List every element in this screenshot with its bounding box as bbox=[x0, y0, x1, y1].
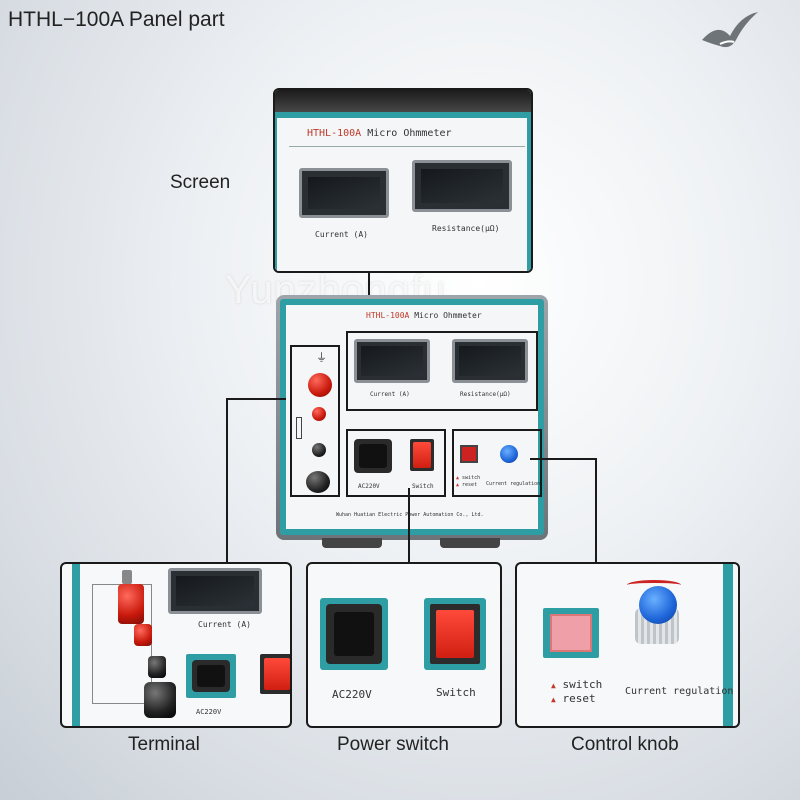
power-switch-callout: AC220V Switch bbox=[306, 562, 502, 728]
panel-current-label: Current (A) bbox=[370, 391, 410, 398]
current-regulation-knob[interactable] bbox=[639, 586, 677, 624]
resistance-display bbox=[412, 160, 512, 212]
panel-switch-small: switch bbox=[462, 475, 481, 481]
resistance-label: Resistance(μΩ) bbox=[432, 224, 500, 233]
reset-button[interactable] bbox=[550, 614, 592, 652]
switch-label: Switch bbox=[436, 686, 476, 699]
device-name: Micro Ohmmeter bbox=[367, 128, 452, 139]
black-terminal-large[interactable] bbox=[144, 682, 176, 718]
case-lid-edge bbox=[275, 90, 531, 114]
device-case: HTHL-100A Micro Ohmmeter Current (A) Res… bbox=[276, 295, 548, 540]
panel-power-area: AC220V Switch bbox=[346, 429, 446, 497]
red-terminal-large[interactable] bbox=[118, 584, 144, 624]
bird-icon bbox=[702, 12, 758, 48]
page-title: HTHL−100A Panel part bbox=[8, 8, 225, 31]
caption-screen: Screen bbox=[170, 172, 231, 193]
panel-switch-label: Switch bbox=[412, 483, 434, 490]
control-knob-callout: ▲ switch ▲ reset Current regulation bbox=[515, 562, 740, 728]
terminal-callout: Current (A) AC220V bbox=[60, 562, 292, 728]
panel-terminal-area: ⏚ bbox=[290, 345, 340, 497]
panel-reset-button[interactable] bbox=[460, 445, 478, 463]
panel-current-display bbox=[354, 339, 430, 383]
caption-power-switch: Power switch bbox=[337, 734, 449, 755]
device-brand: HTHL-100A bbox=[307, 128, 362, 139]
caption-control-knob: Control knob bbox=[571, 734, 679, 755]
panel-ac-socket bbox=[354, 439, 392, 473]
panel-resistance-label: Resistance(μΩ) bbox=[460, 391, 511, 398]
current-regulation-label: Current regulation bbox=[625, 686, 734, 697]
ac-power-socket bbox=[326, 604, 382, 664]
terminal-current-label: Current (A) bbox=[198, 620, 251, 629]
current-display bbox=[299, 168, 389, 218]
power-switch-rocker[interactable] bbox=[436, 610, 474, 658]
terminal-current-display bbox=[168, 568, 262, 614]
red-terminal-small[interactable] bbox=[134, 624, 152, 646]
ac220v-label: AC220V bbox=[332, 688, 372, 701]
panel-red-terminal-large[interactable] bbox=[308, 373, 332, 397]
terminal-ac-socket bbox=[192, 660, 230, 692]
panel-brand: HTHL-100A bbox=[366, 311, 410, 320]
panel-reset-small: reset bbox=[462, 482, 478, 488]
panel-red-terminal-small[interactable] bbox=[312, 407, 326, 421]
current-label: Current (A) bbox=[315, 230, 368, 239]
ground-icon: ⏚ bbox=[316, 352, 327, 364]
panel-current-regulation-label: Current regulation bbox=[486, 481, 541, 487]
device-panel: HTHL-100A Micro Ohmmeter Current (A) Res… bbox=[280, 299, 544, 535]
panel-ac-label: AC220V bbox=[358, 483, 380, 490]
screen-panel-face: HTHL-100A Micro Ohmmeter Current (A) Res… bbox=[275, 112, 531, 271]
switch-small-label: switch bbox=[562, 678, 603, 691]
terminal-power-switch[interactable] bbox=[264, 658, 290, 690]
black-terminal-small[interactable] bbox=[148, 656, 166, 678]
panel-resistance-display bbox=[452, 339, 528, 383]
panel-power-switch[interactable] bbox=[413, 442, 431, 468]
screen-callout: HTHL-100A Micro Ohmmeter Current (A) Res… bbox=[273, 88, 533, 273]
caption-terminal: Terminal bbox=[128, 734, 200, 755]
terminal-ac-label: AC220V bbox=[196, 708, 222, 716]
panel-display-area: Current (A) Resistance(μΩ) bbox=[346, 331, 538, 411]
panel-current-knob[interactable] bbox=[500, 445, 518, 463]
reset-small-label: reset bbox=[562, 692, 596, 705]
panel-device-name: Micro Ohmmeter bbox=[414, 311, 482, 320]
panel-black-terminal-large[interactable] bbox=[306, 471, 330, 493]
panel-control-area: ▲ switch ▲ reset Current regulation bbox=[452, 429, 542, 497]
panel-black-terminal-small[interactable] bbox=[312, 443, 326, 457]
